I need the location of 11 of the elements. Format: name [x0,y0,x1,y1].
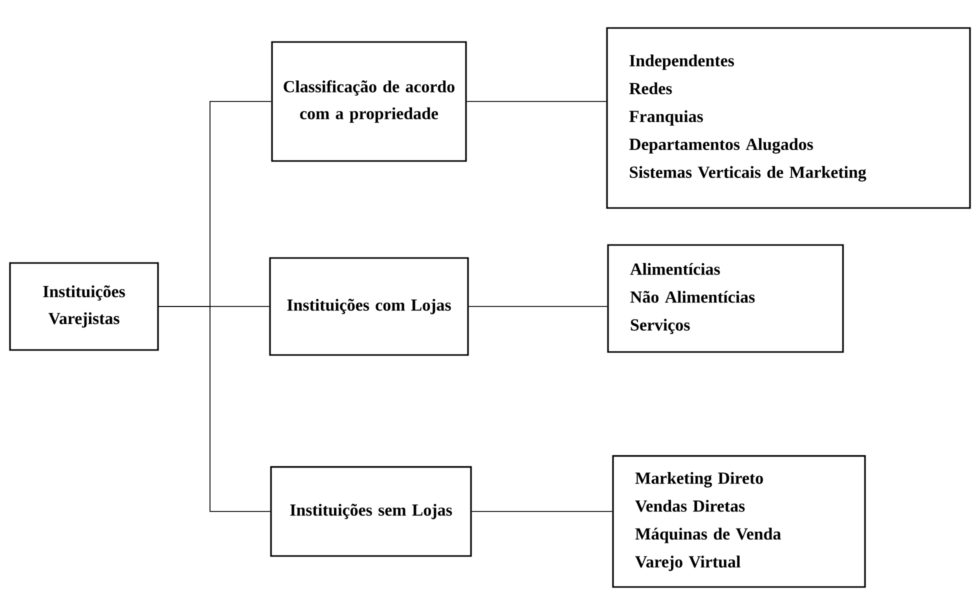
category-box: Instituições sem Lojas [270,466,472,557]
connector-line [471,511,613,512]
list-box: Independentes Redes Franquias Departamentos Alugados Sistemas Verticais de Marketing [606,27,971,209]
list-box: Marketing Direto Vendas Diretas Máquinas de Venda Varejo Virtual [612,455,866,588]
list-box: Alimentícias Não Alimentícias Serviços [607,244,844,353]
category-box: Instituições com Lojas [269,257,469,356]
category-box: Classificação de acordo com a propriedade [271,41,467,162]
connector-line [158,306,271,512]
connector-line [466,101,607,102]
category-box: Instituições Varejistas [9,262,159,351]
connector-line [468,306,608,307]
